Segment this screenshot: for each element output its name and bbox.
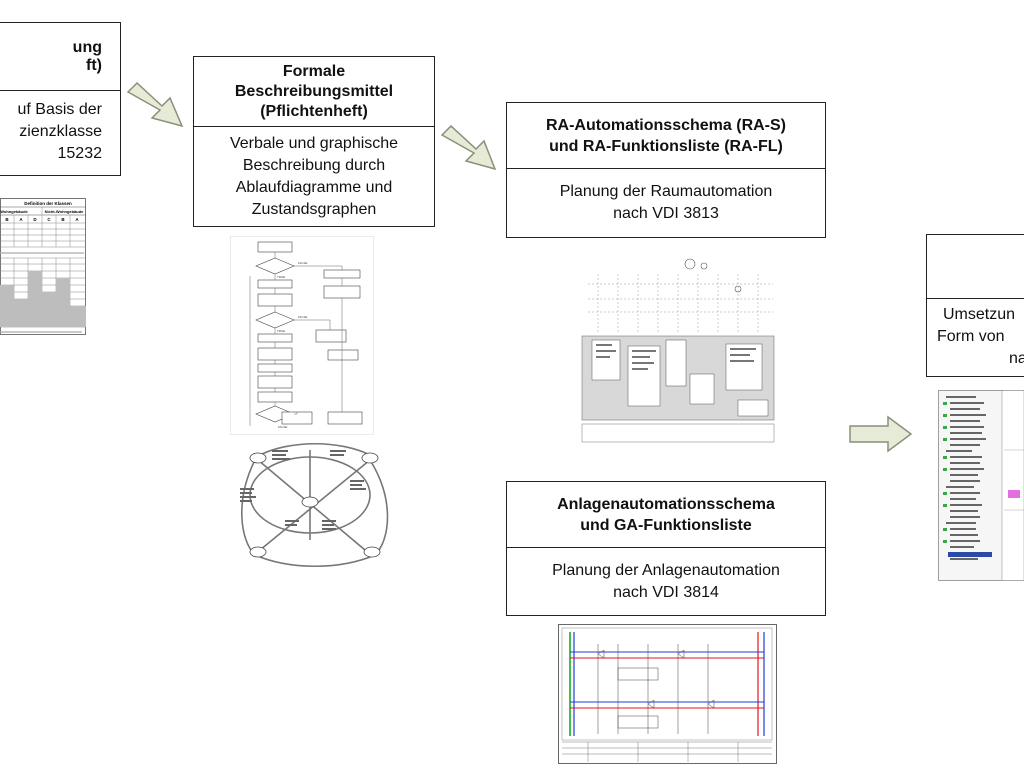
state-graph-thumbnail [240,443,389,568]
process-box-plant-automation: Anlagenautomationsschema und GA-Funktion… [506,481,826,616]
plant-schematic-thumbnail [558,624,777,764]
box-body-line: Form von [937,328,1005,345]
table-letter: B [5,217,9,222]
box-body: Verbale und graphische Beschreibung durc… [194,127,434,226]
box-body-line: Verbale und graphische [229,134,399,152]
table-letter: D [33,217,37,222]
box-title-line: und GA-Funktionsliste [580,516,752,534]
box-title: Formale Beschreibungsmittel (Pflichtenhe… [194,57,434,127]
flowchart-thumbnail: FALSE TRUE FALSE TRUE FALSE [230,236,374,435]
box-body-line: Umsetzun [943,306,1016,323]
box-body: Planung der Raumautomation nach VDI 3813 [507,169,825,237]
box-title-line: ung [72,38,102,56]
box-title-line: ft) [86,56,102,74]
box-title-line: (Pflichtenheft) [260,102,368,120]
box-body: uf Basis der zienzklasse 15232 [0,91,120,173]
process-box-efficiency-class: ung ft) uf Basis der zienzklasse 15232 [0,22,121,176]
box-body: Planung der Anlagenautomation nach VDI 3… [507,548,825,615]
box-title-line: RA-Automationsschema (RA-S) [545,116,786,134]
process-box-implementation: i Umsetzun Form von na [926,234,1024,377]
box-title-line: und RA-Funktionsliste (RA-FL) [549,137,783,155]
box-body-line: uf Basis der [17,101,102,118]
box-title-line: Beschreibungsmittel [234,82,394,100]
process-box-room-automation: RA-Automationsschema (RA-S) und RA-Funkt… [506,102,826,238]
table-title: Definition der Klassen [24,201,72,206]
svg-text:FALSE: FALSE [298,261,307,265]
box-body-line: zienzklasse [19,123,102,140]
box-title-line: Formale [282,62,346,80]
box-body: Umsetzun Form von na [927,299,1024,375]
software-tree-screenshot-thumbnail [938,390,1024,581]
box-body-line: na [1009,350,1024,367]
diagonal-arrow-1 [126,81,184,128]
box-body-line: Beschreibung durch [242,156,386,174]
right-arrow [849,415,913,453]
process-box-formal-description: Formale Beschreibungsmittel (Pflichtenhe… [193,56,435,227]
room-automation-schema-thumbnail [578,244,778,444]
box-body-line: Ablaufdiagramme und [235,178,393,196]
efficiency-class-table-thumbnail: Definition der Klassen Wohngebäude Nicht… [0,198,86,335]
table-letter: B [61,217,65,222]
box-body-line: nach VDI 3813 [613,205,719,222]
box-title: ung ft) [0,23,120,91]
box-body-line: nach VDI 3814 [613,583,719,601]
box-body-line: 15232 [57,145,103,162]
diagonal-arrow-2 [440,124,497,171]
table-letter: A [75,217,79,222]
box-title-line: Anlagenautomationsschema [557,495,775,513]
box-title: Anlagenautomationsschema und GA-Funktion… [507,482,825,548]
box-body-line: Zustandsgraphen [251,200,377,218]
table-letter: A [19,217,23,222]
svg-text:TRUE: TRUE [277,329,285,333]
table-letter: C [47,217,51,222]
svg-text:FALSE: FALSE [298,315,307,319]
svg-text:TRUE: TRUE [277,275,285,279]
box-body-line: Planung der Anlagenautomation [552,561,780,579]
svg-text:FALSE: FALSE [278,425,287,429]
box-body-line: Planung der Raumautomation [559,183,773,200]
box-title: RA-Automationsschema (RA-S) und RA-Funkt… [507,103,825,169]
table-col-residential: Wohngebäude [0,209,28,214]
box-title: i [927,235,1024,299]
table-col-non-residential: Nicht-Wohngebäude [45,209,85,214]
